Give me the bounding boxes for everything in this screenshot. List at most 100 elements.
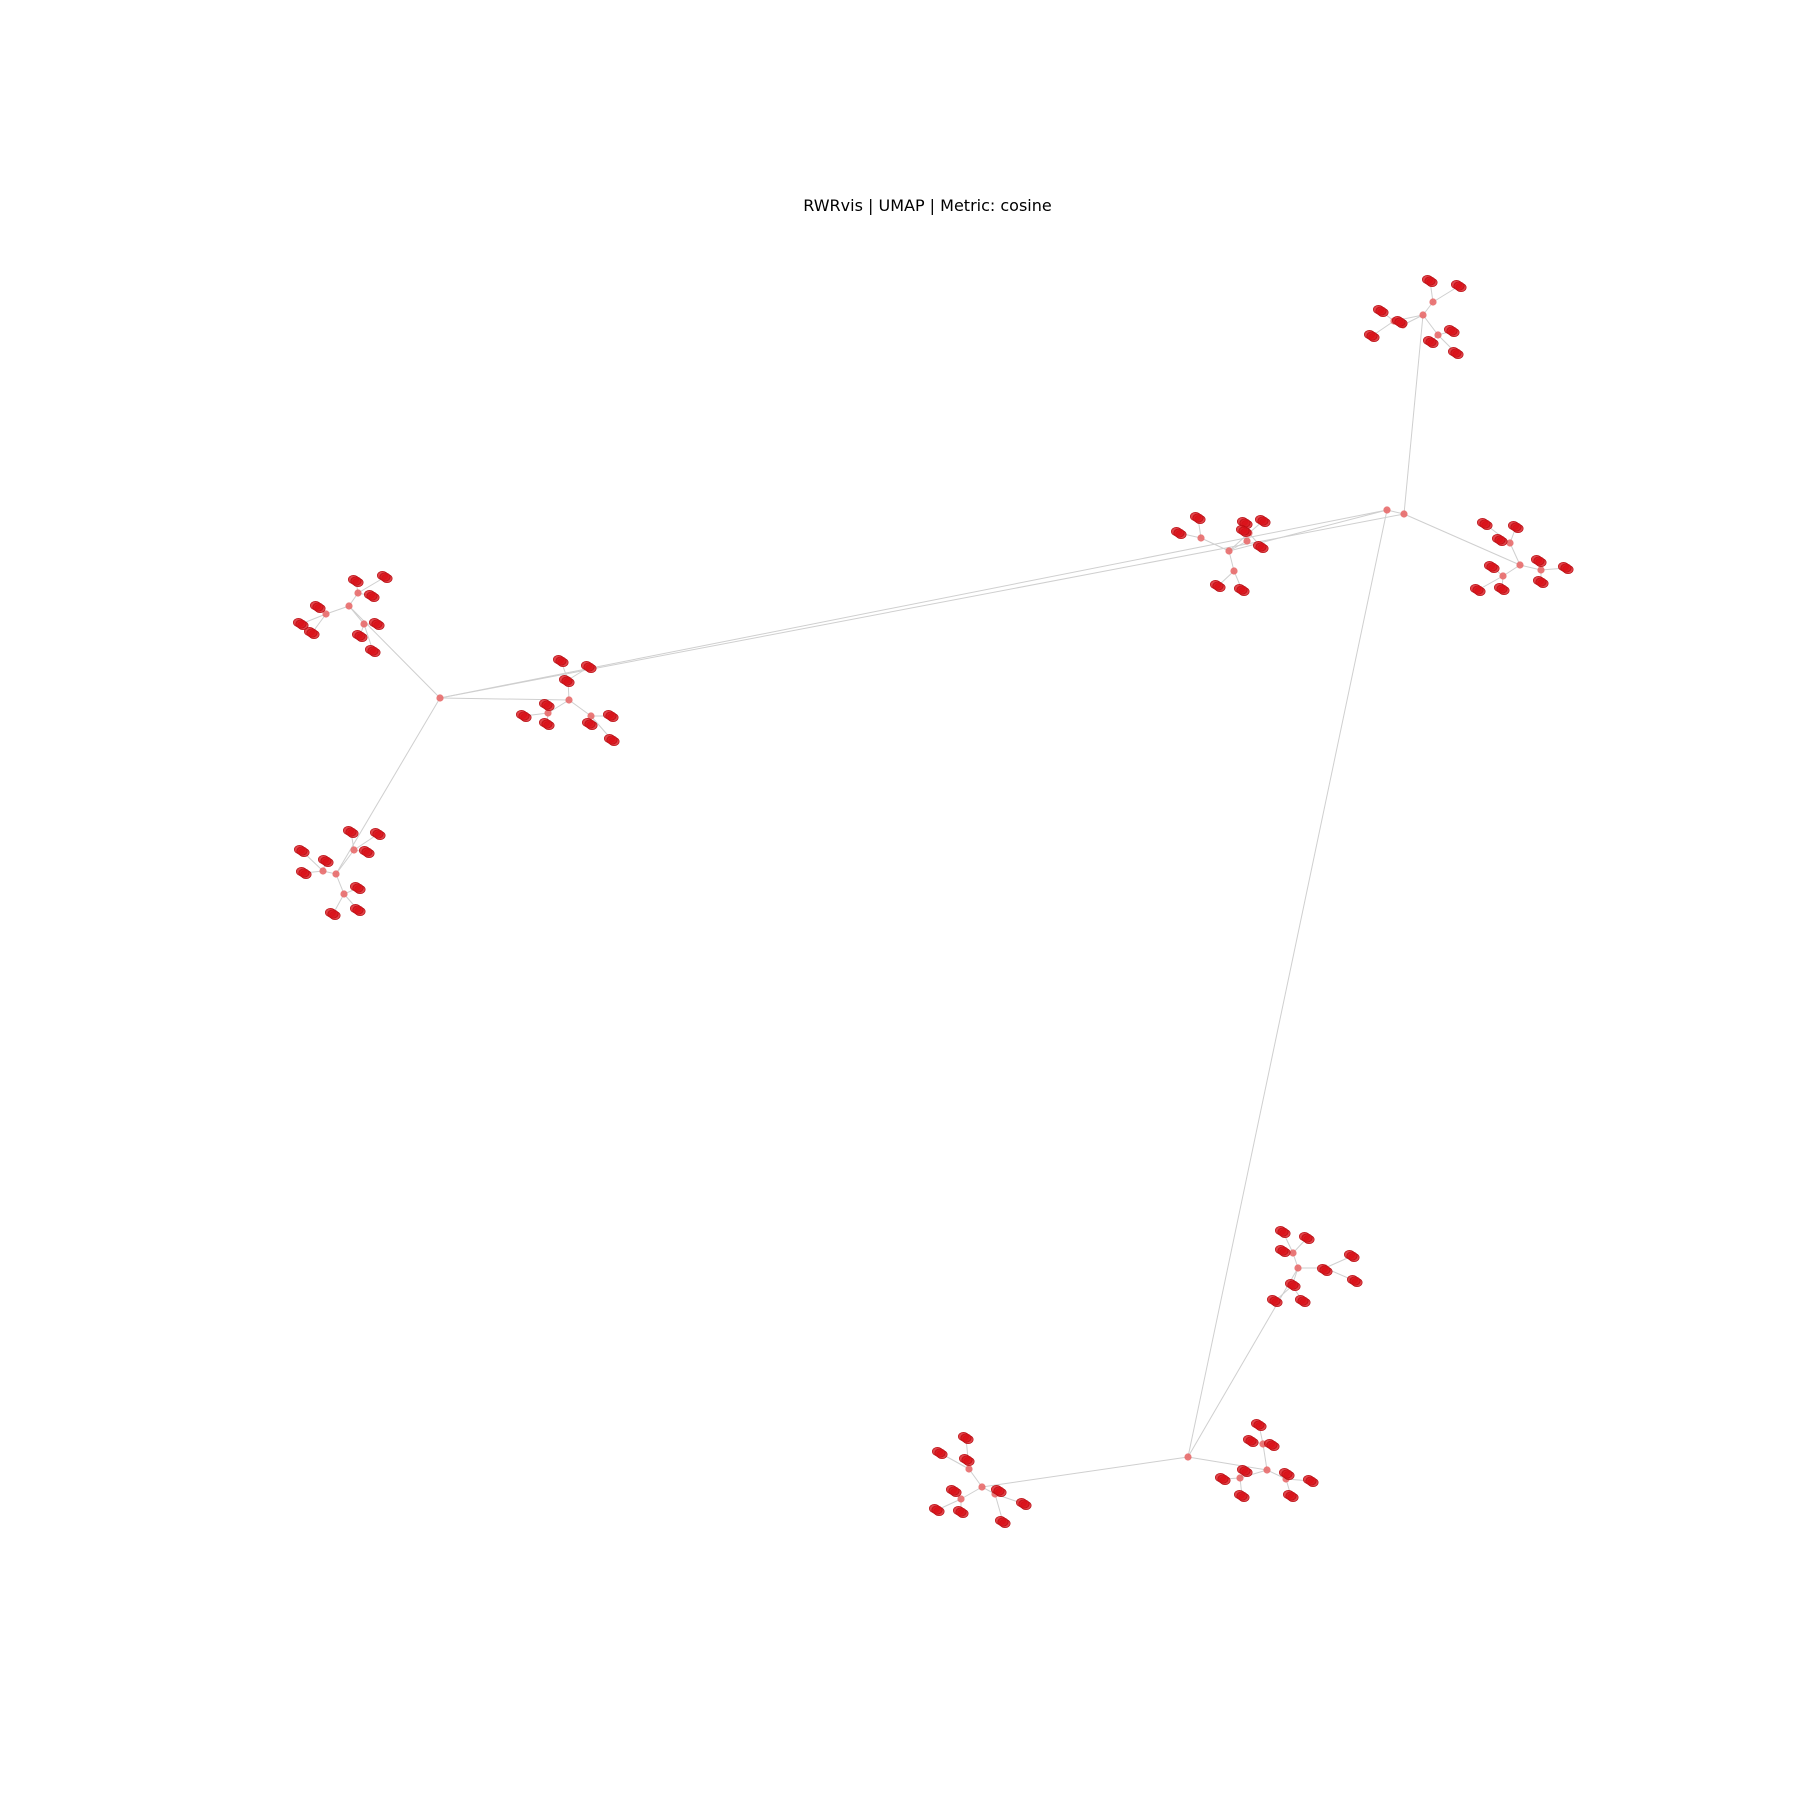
leaf-node <box>581 717 598 730</box>
leaf-node <box>931 1447 948 1460</box>
graph-edge <box>1262 1443 1268 1471</box>
hub-node <box>965 1465 973 1473</box>
hub-node <box>978 1483 986 1491</box>
leaf-node <box>349 881 366 894</box>
graph-edge <box>968 1468 983 1488</box>
leaf-node <box>580 660 597 673</box>
hub-node <box>587 712 595 720</box>
leaf-node <box>1251 1419 1267 1432</box>
leaf-node <box>1236 524 1252 537</box>
hub-node <box>565 696 573 704</box>
graph-edge <box>568 699 592 717</box>
hub-node <box>1236 1474 1244 1482</box>
leaf-node <box>1364 329 1380 342</box>
leaf-node <box>1558 561 1574 574</box>
hub-node <box>350 846 358 854</box>
leaf-node <box>351 629 368 642</box>
leaf-node <box>1477 517 1493 530</box>
leaf-node <box>1295 1295 1311 1308</box>
hub-node <box>340 890 348 898</box>
graph-edge <box>439 509 1388 699</box>
hub-node <box>322 610 330 618</box>
leaf-node <box>1299 1232 1315 1245</box>
leaf-node <box>603 733 620 746</box>
leaf-node <box>342 825 359 838</box>
leaf-node <box>990 1485 1007 1498</box>
leaf-node <box>1275 1245 1291 1258</box>
leaf-node <box>1444 324 1460 337</box>
leaf-node <box>364 644 381 657</box>
leaf-node <box>376 570 393 583</box>
leaf-node <box>1215 1473 1231 1486</box>
graph-edge <box>960 1486 983 1500</box>
leaf-node <box>369 827 386 840</box>
leaf-node <box>1422 274 1438 287</box>
leaf-node <box>347 574 364 587</box>
hub-node <box>1506 539 1514 547</box>
leaf-node <box>317 854 334 867</box>
leaf-node <box>1492 533 1508 546</box>
hub-node <box>1289 1249 1297 1257</box>
hub-node <box>332 870 340 878</box>
leaf-node <box>363 589 380 602</box>
graph-edge <box>1509 542 1521 566</box>
hub-node <box>1419 311 1427 319</box>
leaf-node <box>293 844 310 857</box>
leaf-node <box>1448 346 1464 359</box>
leaf-node <box>1317 1264 1333 1277</box>
graph-edge <box>1239 1469 1268 1479</box>
hub-node <box>1537 566 1545 574</box>
leaf-node <box>358 845 375 858</box>
graph-edge <box>439 697 570 701</box>
leaf-node <box>1015 1498 1032 1511</box>
hub-node <box>354 589 362 597</box>
hub-node <box>1243 537 1251 545</box>
leaf-node <box>538 717 555 730</box>
leaf-node <box>1303 1475 1319 1488</box>
graph-edge <box>348 605 365 625</box>
leaf-node <box>1283 1490 1299 1503</box>
hub-node <box>1225 547 1233 555</box>
leaf-node <box>952 1506 969 1519</box>
leaf-node <box>1347 1275 1363 1288</box>
leaf-node <box>1285 1279 1301 1292</box>
leaf-node <box>1344 1250 1360 1263</box>
leaf-node <box>303 626 320 639</box>
hub-node <box>1400 510 1408 518</box>
leaf-node <box>957 1432 974 1445</box>
edge-layer <box>300 280 1567 1523</box>
leaf-node <box>928 1504 945 1517</box>
leaf-node <box>1531 554 1547 567</box>
hub-node <box>345 602 353 610</box>
leaf-node <box>1373 304 1389 317</box>
hub-node <box>436 694 444 702</box>
graph-edge <box>1403 314 1424 515</box>
leaf-node <box>1264 1439 1280 1452</box>
plot-title: RWRvis | UMAP | Metric: cosine <box>803 196 1052 215</box>
leaf-node <box>1423 335 1439 348</box>
hub-node <box>1434 331 1442 339</box>
leaf-node <box>602 709 619 722</box>
leaf-node <box>1451 279 1467 292</box>
graph-edge <box>325 605 350 615</box>
hub-node <box>1184 1453 1192 1461</box>
graph-edge <box>1187 509 1388 1458</box>
leaf-node <box>558 674 575 687</box>
hub-node <box>1263 1466 1271 1474</box>
leaf-node <box>945 1485 962 1498</box>
graph-edge <box>547 699 570 714</box>
leaf-node <box>1237 1465 1253 1478</box>
leaf-node <box>1267 1295 1283 1308</box>
graph-edge <box>1228 509 1388 552</box>
leaf-node <box>1190 511 1206 524</box>
leaf-node <box>994 1516 1011 1529</box>
leaf-node <box>349 903 366 916</box>
leaf-node <box>1533 575 1549 588</box>
leaf-node <box>1171 526 1187 539</box>
leaf-node <box>1255 514 1271 527</box>
leaf-node <box>958 1454 975 1467</box>
leaf-node <box>1210 579 1226 592</box>
leaf-node-layer <box>292 274 1574 1529</box>
leaf-node <box>368 617 385 630</box>
